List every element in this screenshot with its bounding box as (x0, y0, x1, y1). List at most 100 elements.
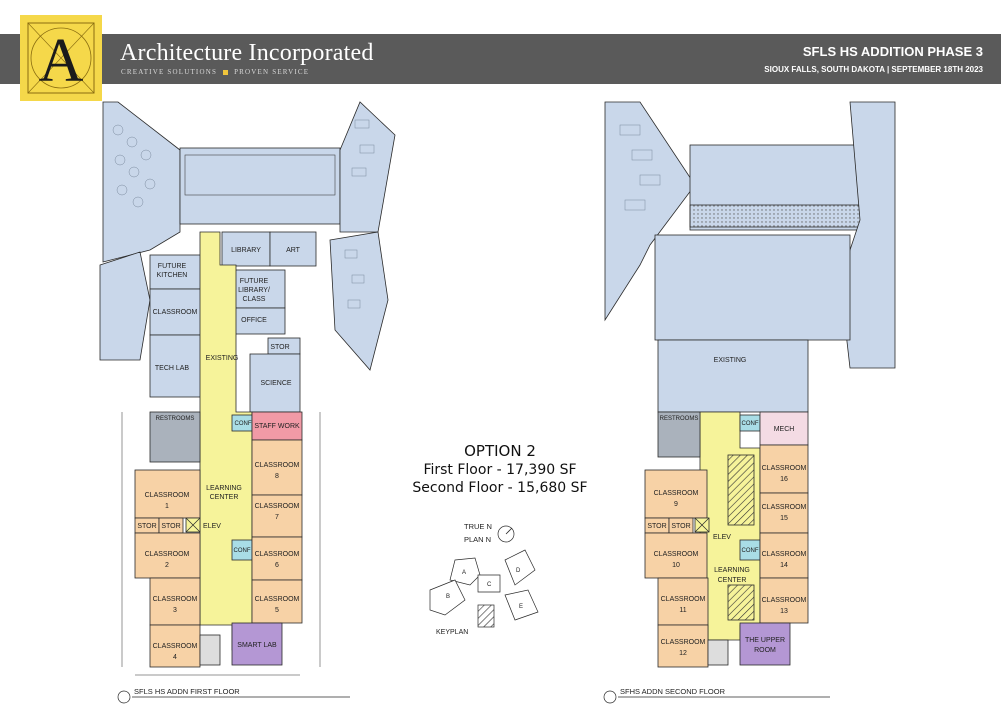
label-num-8: 8 (275, 473, 279, 480)
open-to-below-2 (727, 584, 755, 621)
label-smart-lab: SMART LAB (237, 642, 277, 649)
stair-south (199, 634, 221, 666)
label-classroom-16: CLASSROOM (762, 465, 807, 472)
label-num-2: 2 (165, 562, 169, 569)
room-classroom-6 (251, 536, 303, 581)
label-learning-2-2: CENTER (718, 577, 747, 584)
existing-roof-south (654, 234, 851, 341)
label-num-12: 12 (679, 650, 687, 657)
keyplan: TRUE N PLAN N A B C D E KEYPLAN (429, 522, 539, 636)
label-classroom-14: CLASSROOM (762, 551, 807, 558)
label-classroom-9: CLASSROOM (654, 490, 699, 497)
label-num-4: 4 (173, 654, 177, 661)
label-staff-work: STAFF WORK (254, 423, 300, 430)
room-future-library (234, 269, 286, 309)
drawing-number-icon (117, 690, 131, 704)
label-num-1: 1 (165, 503, 169, 510)
room-classroom-2 (134, 532, 201, 579)
keyplan-label-d: D (516, 568, 521, 574)
first-floor-caption-text: SFLS HS ADDN FIRST FLOOR (134, 687, 240, 696)
second-floor-plan (604, 101, 896, 668)
open-to-below-1 (727, 454, 755, 526)
label-num-15: 15 (780, 515, 788, 522)
keyplan-block-e (504, 589, 539, 621)
room-smart-lab (231, 622, 283, 666)
label-classroom-4: CLASSROOM (153, 643, 198, 650)
room-classroom-5 (251, 579, 303, 624)
room-tech-lab (149, 334, 203, 398)
label-mech: MECH (774, 426, 795, 433)
room-staff-work (251, 411, 303, 441)
company-logo: A (20, 15, 102, 101)
roof-pattern (619, 124, 661, 211)
true-north-label: TRUE N (464, 522, 492, 531)
label-classroom-12: CLASSROOM (661, 639, 706, 646)
label-tech-lab: TECH LAB (155, 365, 190, 372)
label-num-10: 10 (672, 562, 680, 569)
label-learning-2: CENTER (210, 494, 239, 501)
label-elev-2: ELEV (713, 534, 731, 541)
label-classroom-13: CLASSROOM (762, 597, 807, 604)
tagline-right: PROVEN SERVICE (234, 68, 310, 76)
room-classroom-3 (149, 577, 201, 626)
keyplan-label: KEYPLAN (436, 629, 468, 636)
first-floor-labels: LIBRARY ART FUTURE KITCHEN FUTURE LIBRAR… (137, 247, 300, 661)
room-upper-room (739, 622, 791, 666)
room-classroom-16 (759, 444, 809, 494)
first-floor-plan (99, 101, 396, 676)
label-classroom-existing: CLASSROOM (153, 309, 198, 316)
keyplan-block-c (477, 574, 501, 593)
label-num-16: 16 (780, 476, 788, 483)
keyplan-label-c: C (487, 582, 492, 588)
existing-central-block (179, 147, 341, 225)
label-stor-2-2: STOR (671, 523, 690, 530)
room-classroom-11 (657, 577, 709, 626)
label-stor-2: STOR (161, 523, 180, 530)
company-name: Architecture Incorporated (120, 40, 374, 66)
room-classroom-existing (149, 288, 203, 336)
label-art: ART (286, 247, 301, 254)
label-classroom-3: CLASSROOM (153, 596, 198, 603)
title-bar (0, 34, 1001, 84)
existing-west-wing (102, 101, 181, 263)
label-future-library-3: CLASS (243, 296, 266, 303)
second-floor-caption: SFHS ADDN SECOND FLOOR (603, 687, 830, 704)
keyplan-label-e: E (519, 604, 523, 610)
label-future-library-2: LIBRARY/ (238, 287, 270, 294)
project-location-date: SIOUX FALLS, SOUTH DAKOTA | SEPTEMBER 18… (764, 65, 983, 74)
label-stor-1-2: STOR (647, 523, 666, 530)
room-library (221, 231, 271, 267)
label-num-5: 5 (275, 607, 279, 614)
second-floor-labels: EXISTING RESTROOMS CONF MECH CLASSROOM 1… (647, 357, 806, 657)
label-classroom-11: CLASSROOM (661, 596, 706, 603)
label-conf-b-2: CONF (742, 548, 759, 554)
room-office (234, 307, 286, 335)
tagline-separator-icon (223, 69, 229, 75)
label-num-14: 14 (780, 562, 788, 569)
label-classroom-5: CLASSROOM (255, 596, 300, 603)
stair-south-2 (707, 639, 729, 666)
first-floor-caption: SFLS HS ADDN FIRST FLOOR (117, 687, 350, 704)
label-elev: ELEV (203, 523, 221, 530)
keyplan-label-b: B (446, 594, 450, 600)
label-classroom-8: CLASSROOM (255, 462, 300, 469)
second-floor-caption-text: SFHS ADDN SECOND FLOOR (620, 687, 726, 696)
label-classroom-10: CLASSROOM (654, 551, 699, 558)
label-restrooms: RESTROOMS (156, 416, 195, 422)
room-classroom-1 (134, 469, 201, 519)
keyplan-block-a (449, 557, 481, 586)
label-future-kitchen-1: FUTURE (158, 263, 187, 270)
label-restrooms-2: RESTROOMS (660, 416, 699, 422)
keyplan-block-b (429, 579, 466, 616)
label-existing-2: EXISTING (714, 357, 747, 364)
label-existing: EXISTING (206, 355, 239, 362)
existing-east-upper (339, 101, 396, 233)
option-title: OPTION 2 (464, 442, 536, 460)
existing-west-lower (99, 251, 151, 361)
label-learning-1: LEARNING (206, 485, 242, 492)
room-classroom-14 (759, 532, 809, 579)
label-upper-room-1: THE UPPER (745, 637, 785, 644)
label-classroom-6: CLASSROOM (255, 551, 300, 558)
label-conf-b: CONF (234, 548, 251, 554)
